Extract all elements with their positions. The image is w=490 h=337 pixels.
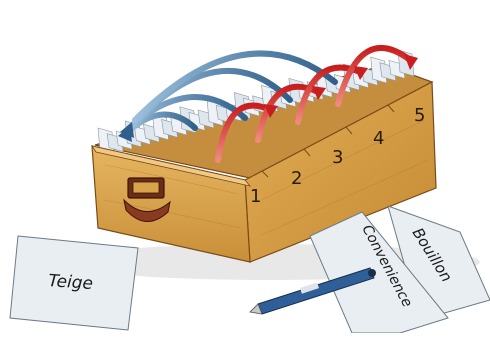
compartment-number-2: 2: [291, 168, 302, 189]
card-teige: Teige: [10, 236, 138, 330]
compartment-number-3: 3: [332, 147, 343, 168]
compartment-number-1: 1: [250, 186, 261, 207]
compartment-number-5: 5: [414, 105, 425, 126]
card-teige-label: Teige: [48, 271, 94, 294]
compartment-number-4: 4: [373, 128, 384, 149]
